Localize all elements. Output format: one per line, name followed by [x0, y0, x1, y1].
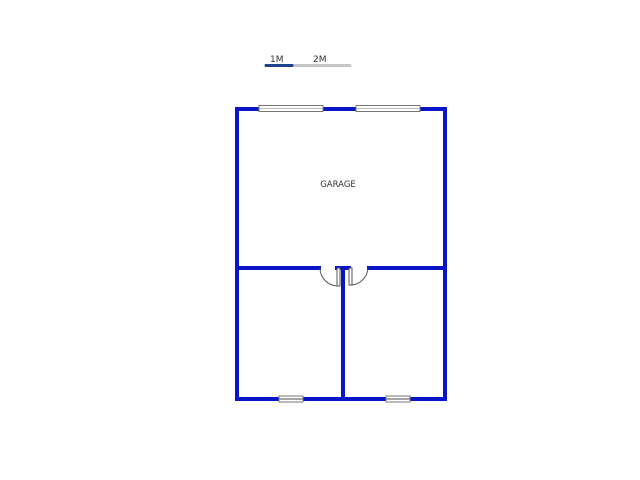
scale-label-1m: 1M: [270, 55, 284, 65]
door-left: [319, 267, 341, 287]
door-right: [348, 267, 369, 286]
door-left-leaf: [336, 267, 341, 287]
scale-label-2m: 2M: [313, 55, 327, 65]
windows: [258, 105, 421, 403]
door-right-leaf: [348, 267, 353, 286]
doors: [319, 267, 369, 287]
door-left-swing: [319, 267, 339, 287]
door-right-swing: [349, 267, 369, 286]
walls: [235, 107, 447, 401]
scale-bar: 1M 2M: [264, 55, 352, 67]
room-label-garage: GARAGE: [320, 180, 356, 190]
